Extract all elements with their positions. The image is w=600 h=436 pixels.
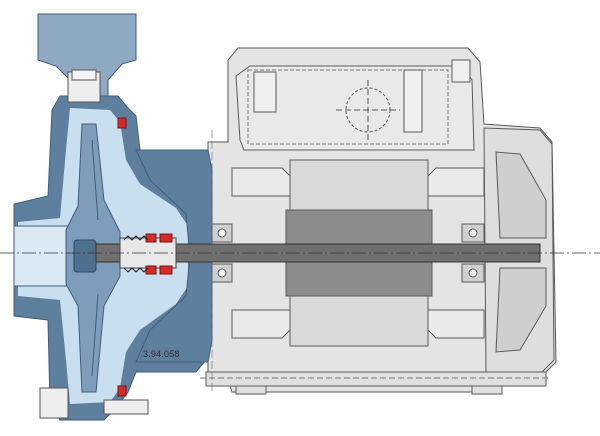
fan-blade-bottom: [495, 267, 547, 353]
seal-spring-lower: [123, 267, 149, 273]
fan-blade-top: [495, 151, 547, 239]
motor-foot-pad-right: [471, 385, 503, 395]
rotor-lower: [285, 261, 433, 297]
seal-ring-3: [145, 265, 157, 275]
terminal-box-inner: [247, 69, 449, 145]
impeller-vane-2: [91, 293, 99, 377]
terminal-lug-left: [253, 71, 277, 113]
winding-head-lower-right: [427, 309, 485, 339]
mechanical-seal: [145, 233, 173, 275]
pump-casing-assembly: [13, 13, 213, 421]
motor-foot-pad-left: [235, 385, 267, 395]
terminal-lug-top: [451, 59, 471, 83]
winding-head-upper-right: [427, 167, 485, 197]
impeller-vane-1: [91, 139, 99, 221]
vent-plug-cap: [71, 69, 97, 81]
seal-ring-1: [145, 233, 157, 243]
terminal-lug-right: [403, 69, 423, 133]
impeller-nut: [73, 239, 97, 273]
bearing-ball-4: [468, 268, 478, 278]
winding-head-upper-left: [231, 167, 291, 197]
bearing-ball-3: [468, 228, 478, 238]
seal-ring-2: [159, 233, 173, 243]
seal-ring-4: [159, 265, 173, 275]
motor-foot: [205, 371, 547, 387]
motor-bracket: [135, 149, 213, 363]
stator-core-lower: [289, 295, 429, 347]
motor-assembly: [200, 47, 557, 395]
o-ring-lower: [117, 385, 127, 397]
winding-head-lower-left: [231, 309, 291, 339]
bearing-ball-1: [217, 228, 227, 238]
suction-inlet: [13, 225, 69, 287]
seal-spring: [123, 235, 149, 241]
casing-bolt: [103, 399, 149, 415]
o-ring-upper: [117, 117, 127, 129]
drain-plug: [39, 387, 69, 419]
rotor-upper: [285, 209, 433, 245]
bearing-ball-2: [217, 268, 227, 278]
drawing-reference-code: 3.94.058: [143, 349, 180, 359]
stator-core-upper: [289, 159, 429, 211]
